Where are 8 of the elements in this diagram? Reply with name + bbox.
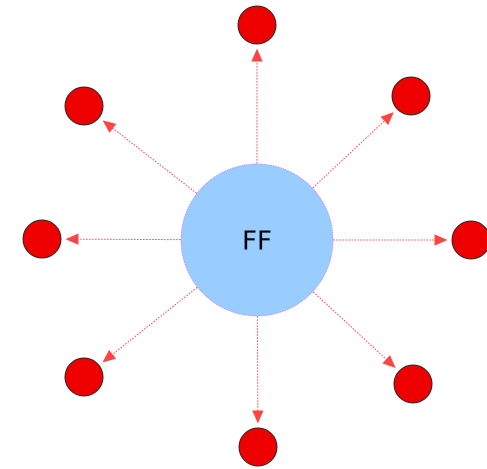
circle-node [394,364,432,404]
circle-node [392,76,430,116]
circle-node [238,6,276,44]
circle-node [452,220,487,260]
circle-node [22,220,62,258]
circle-node [64,358,104,396]
circle-node [64,86,104,126]
circle-node [238,428,278,466]
